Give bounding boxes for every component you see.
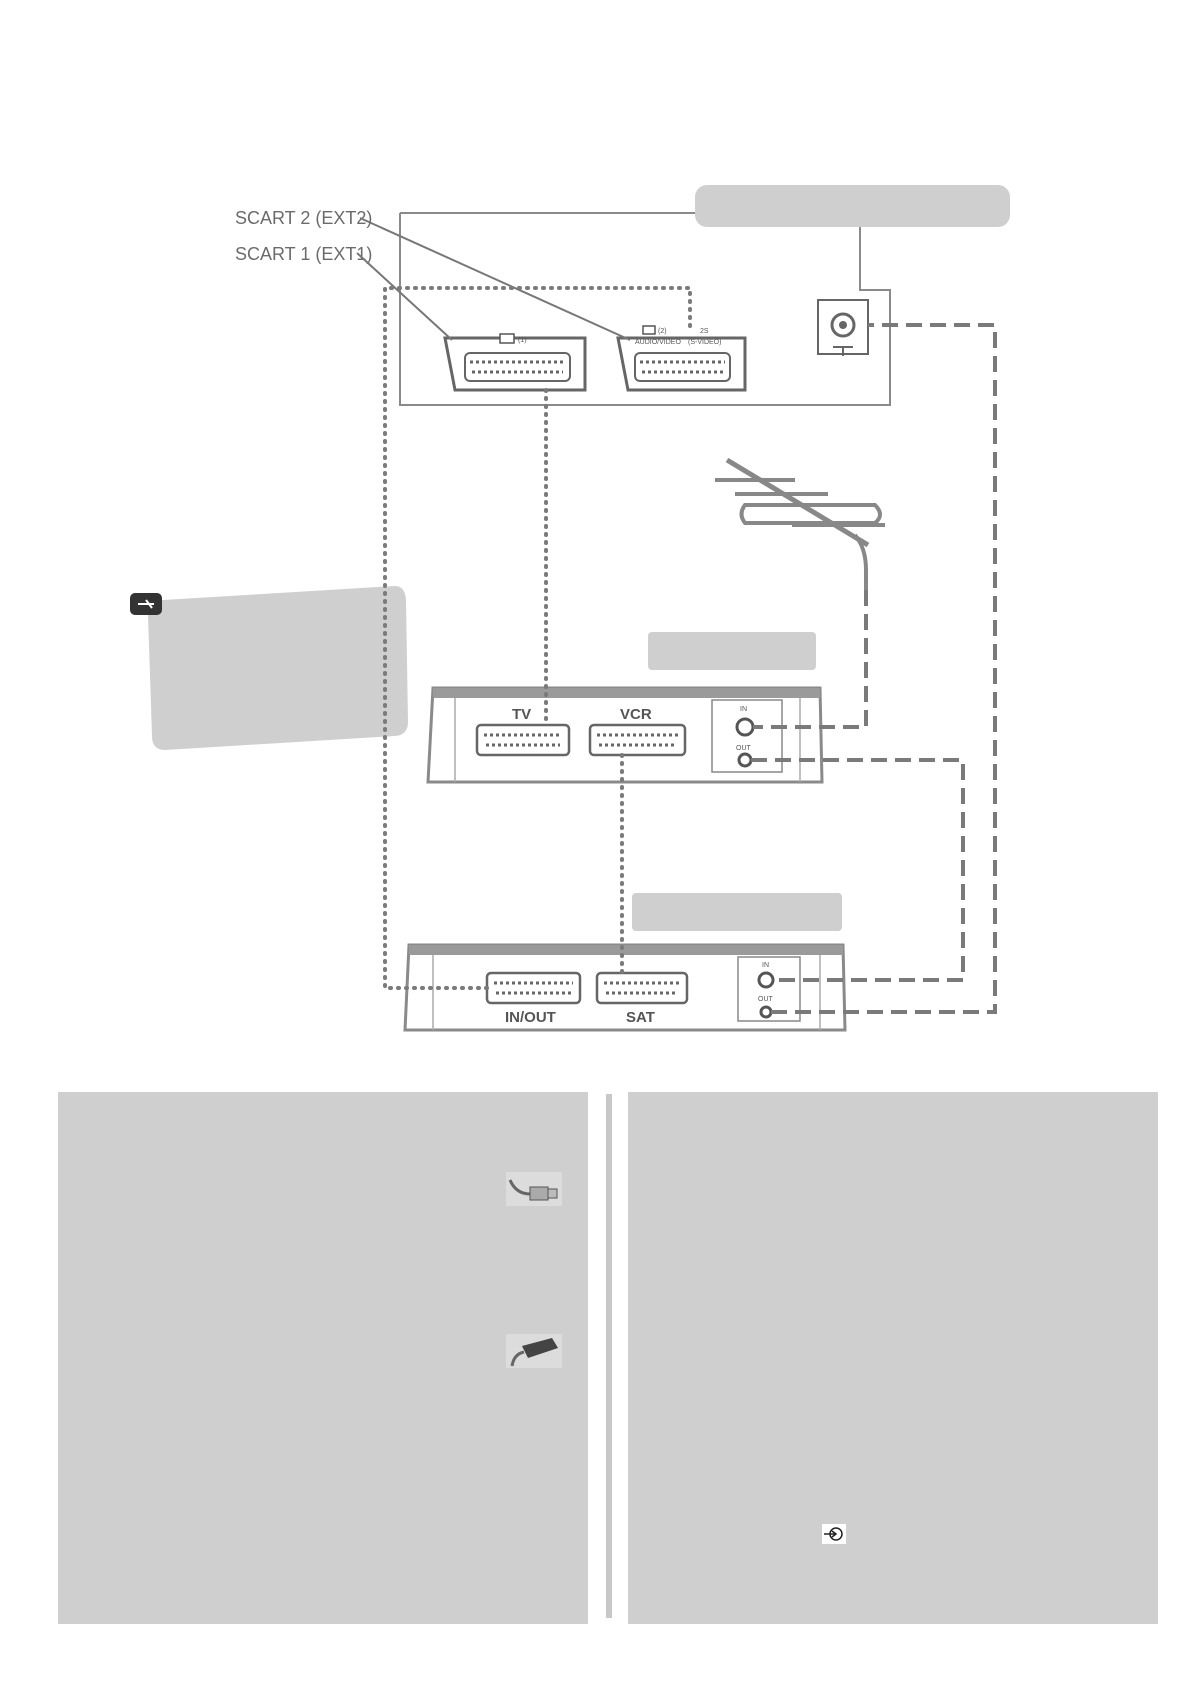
satellite-label-box bbox=[632, 893, 842, 931]
satellite-rf-in-socket bbox=[757, 971, 775, 989]
tv-rear-panel: (1) (2) AUDIO/VIDEO 2S (S-VIDEO) bbox=[399, 185, 1010, 406]
scart2-socket-label: (2) bbox=[658, 328, 667, 335]
satellite-scart-inout bbox=[485, 971, 582, 1005]
aerial-antenna bbox=[715, 457, 885, 590]
svideo-sub-label: (S-VIDEO) bbox=[688, 339, 721, 346]
scart-cable-icon bbox=[506, 1334, 562, 1368]
satellite-scart-sat bbox=[595, 971, 689, 1005]
vcr-scart-tv bbox=[475, 723, 571, 757]
scart2-to-satellite-cable bbox=[383, 286, 692, 990]
satellite-rf-in-label: IN bbox=[762, 962, 769, 969]
scart2-socket: (2) AUDIO/VIDEO 2S (S-VIDEO) bbox=[616, 325, 747, 392]
satellite-rf-out-socket bbox=[759, 1005, 773, 1019]
satellite-rf-out-label: OUT bbox=[758, 996, 774, 1003]
vcr-port-vcr-label: VCR bbox=[620, 706, 652, 723]
satellite-port-sat-label: SAT bbox=[626, 1009, 655, 1026]
vcr-rf-in-label: IN bbox=[740, 706, 747, 713]
panel-divider bbox=[606, 1094, 612, 1618]
rf-cable-icon bbox=[506, 1172, 562, 1206]
tv-antenna-socket bbox=[817, 299, 869, 356]
scart-cables bbox=[383, 286, 692, 990]
satellite-port-inout-label: IN/OUT bbox=[505, 1009, 556, 1026]
input-icon bbox=[822, 1524, 846, 1544]
satellite-to-tv-rf-cable bbox=[771, 323, 997, 1014]
scart2-callout: SCART 2 (EXT2) bbox=[235, 208, 372, 228]
scart1-leader-line bbox=[356, 252, 453, 341]
vcr-rf-out-label: OUT bbox=[736, 745, 752, 752]
vcr-scart-vcr bbox=[588, 723, 687, 757]
scart-input-icon bbox=[642, 325, 656, 335]
vcr-to-satellite-rf-cable bbox=[751, 758, 965, 982]
vcr-label-box bbox=[648, 632, 816, 670]
vcr-rf-out-socket bbox=[737, 752, 753, 768]
scart1-callout: SCART 1 (EXT1) bbox=[235, 244, 372, 264]
satellite-receiver: IN/OUT SAT IN OUT bbox=[403, 893, 847, 1032]
vcr-port-tv-label: TV bbox=[512, 706, 531, 723]
scart-input-icon bbox=[499, 333, 515, 344]
rf-cables bbox=[751, 323, 997, 1014]
scart1-socket-label: (1) bbox=[518, 337, 527, 344]
scart1-socket: (1) bbox=[443, 333, 587, 392]
right-info-panel bbox=[628, 1092, 1158, 1624]
vcr-rf-in-socket bbox=[735, 717, 755, 737]
tv-label-box bbox=[695, 185, 1010, 227]
scart2-sub-label: AUDIO/VIDEO bbox=[635, 339, 681, 346]
left-info-panel bbox=[58, 1092, 588, 1624]
note-box bbox=[130, 586, 408, 750]
scart2-leader-line bbox=[359, 217, 631, 341]
vcr-device: TV VCR IN OUT bbox=[426, 632, 824, 784]
svideo-label: 2S bbox=[700, 328, 709, 335]
